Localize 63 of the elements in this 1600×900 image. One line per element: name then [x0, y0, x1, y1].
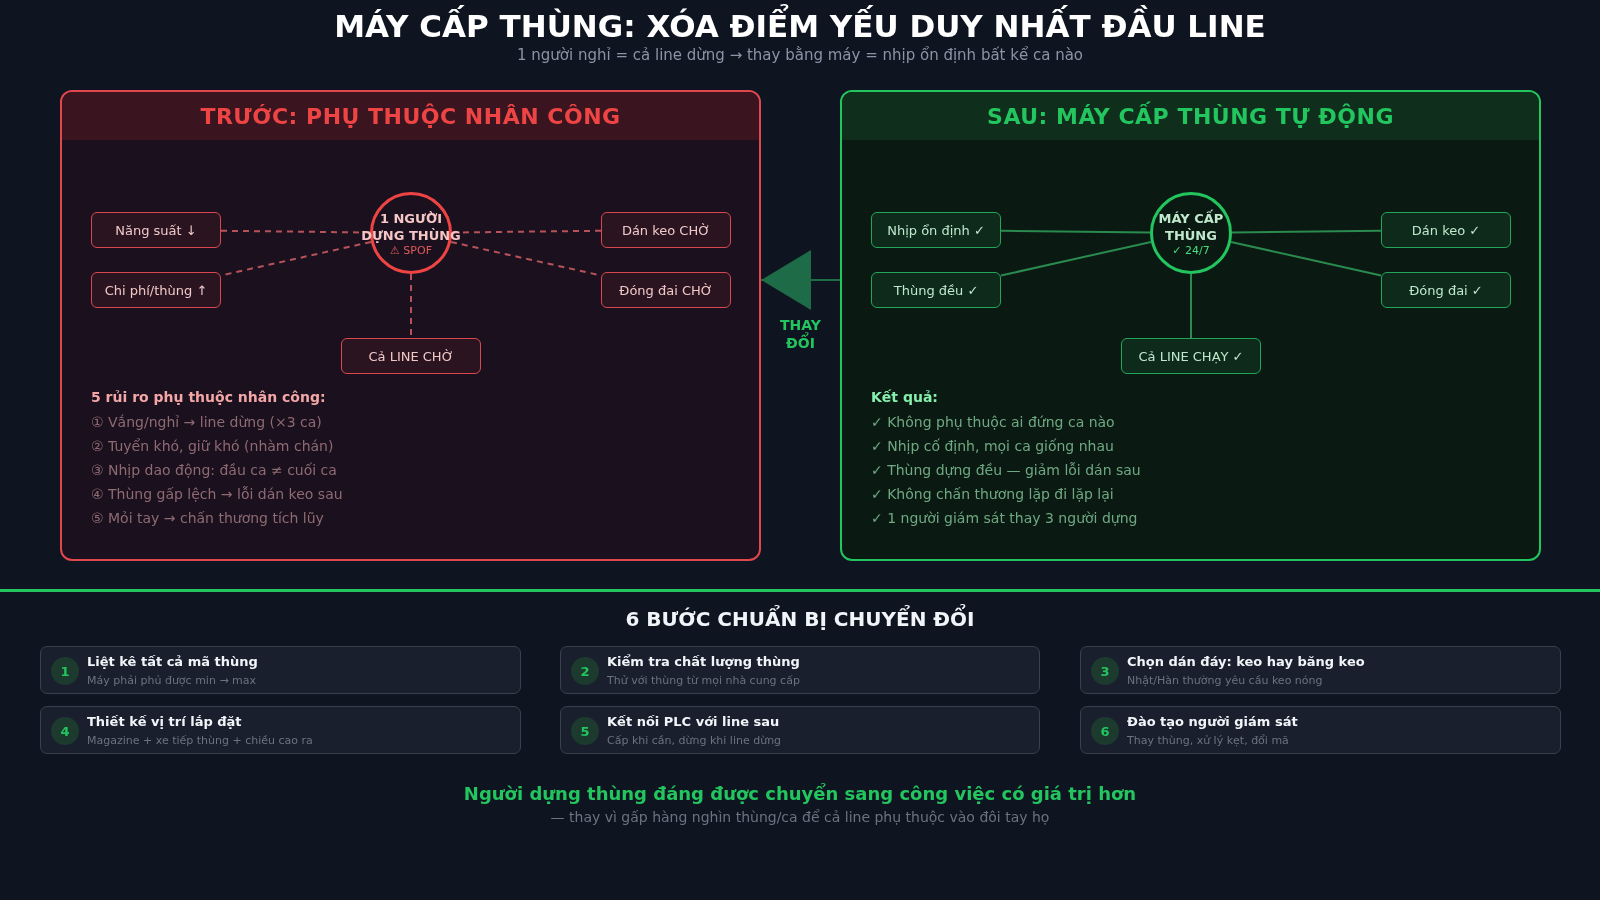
list-heading: Kết quả: — [871, 389, 938, 405]
effect-box: Nhịp ổn định ✓ — [871, 212, 1001, 248]
step-title: Thiết kế vị trí lắp đặt — [87, 714, 242, 729]
step-number: 4 — [51, 717, 79, 745]
list-item: ✓ 1 người giám sát thay 3 người dựng — [871, 510, 1138, 526]
list-heading: 5 rủi ro phụ thuộc nhân công: — [91, 389, 326, 405]
step-card — [1080, 646, 1561, 694]
step-description: Thay thùng, xử lý kẹt, đổi mã — [1127, 734, 1289, 747]
list-item: ① Vắng/nghỉ → line dừng (×3 ca) — [91, 414, 322, 430]
subtitle: 1 người nghỉ = cả line dừng → thay bằng máy = nhịp ổn định bất kể ca nào — [517, 46, 1083, 64]
panel-card — [60, 90, 761, 561]
step-card — [1080, 706, 1561, 754]
list-item: ② Tuyển khó, giữ khó (nhàm chán) — [91, 438, 334, 454]
arrow — [760, 250, 841, 310]
step-number: 1 — [51, 657, 79, 685]
step-description: Nhật/Hàn thường yêu cầu keo nóng — [1127, 674, 1323, 687]
step-number: 5 — [571, 717, 599, 745]
connector-line — [1190, 273, 1192, 339]
closing-statement: Người dựng thùng đáng được chuyển sang công việc có giá trị hơn — [463, 783, 1137, 804]
panel-card — [840, 90, 1541, 561]
closing-note: — thay vì gấp hàng nghìn thùng/ca để cả line phụ thuộc vào đôi tay họ — [550, 809, 1050, 825]
step-card — [40, 706, 521, 754]
effect-box: Cả LINE CHẠY ✓ — [1121, 338, 1261, 374]
step-card — [560, 646, 1040, 694]
list-item: ⑤ Mỏi tay → chấn thương tích lũy — [91, 510, 324, 526]
effect-box: Chi phí/thùng ↑ — [91, 272, 221, 308]
list-item: ✓ Thùng dựng đều — giảm lỗi dán sau — [871, 462, 1141, 478]
connector-line — [1231, 229, 1382, 234]
step-card — [40, 646, 521, 694]
effect-box: Năng suất ↓ — [91, 212, 221, 248]
step-title: Chọn dán đáy: keo hay băng keo — [1127, 654, 1365, 669]
list-item: ✓ Không chấn thương lặp đi lặp lại — [871, 486, 1114, 502]
connector-line — [1000, 229, 1151, 234]
effect-box: Dán keo ✓ — [1381, 212, 1511, 248]
step-description: Cấp khi cần, dừng khi line dừng — [607, 734, 782, 747]
step-description: Máy phải phủ được min → max — [87, 674, 257, 687]
step-title: Đào tạo người giám sát — [1127, 714, 1298, 729]
effect-box: Cả LINE CHỜ — [341, 338, 481, 374]
effect-box: Thùng đều ✓ — [871, 272, 1001, 308]
step-title: Kết nối PLC với line sau — [607, 714, 780, 729]
hub-sublabel: ✓ 24/7 — [1172, 243, 1210, 257]
hub-sublabel: ⚠ SPOF — [390, 243, 432, 257]
effect-box: Đóng đai CHỜ — [601, 272, 731, 308]
list-item: ✓ Không phụ thuộc ai đứng ca nào — [871, 414, 1115, 430]
step-description: Thử với thùng từ mọi nhà cung cấp — [607, 674, 800, 687]
step-title: Kiểm tra chất lượng thùng — [607, 654, 800, 669]
list-item: ④ Thùng gấp lệch → lỗi dán keo sau — [91, 486, 343, 502]
connector-line — [1000, 240, 1152, 277]
step-number: 2 — [571, 657, 599, 685]
step-card — [560, 706, 1040, 754]
effect-box: Đóng đai ✓ — [1381, 272, 1511, 308]
step-title: Liệt kê tất cả mã thùng — [87, 654, 258, 669]
step-number: 3 — [1091, 657, 1119, 685]
list-item: ③ Nhịp dao động: đầu ca ≠ cuối ca — [91, 462, 337, 478]
step-number: 6 — [1091, 717, 1119, 745]
list-item: ✓ Nhịp cố định, mọi ca giống nhau — [871, 438, 1114, 454]
connector-line — [1230, 240, 1382, 277]
step-description: Magazine + xe tiếp thùng + chiều cao ra — [87, 734, 313, 747]
panel-heading: TRƯỚC: PHỤ THUỘC NHÂN CÔNG — [62, 92, 759, 140]
effect-box: Dán keo CHỜ — [601, 212, 731, 248]
panel-heading: SAU: MÁY CẤP THÙNG TỰ ĐỘNG — [842, 92, 1539, 140]
hub-label: MÁY CẤP THÙNG — [1157, 209, 1225, 244]
edge-label: THAY ĐỔI — [779, 316, 822, 352]
